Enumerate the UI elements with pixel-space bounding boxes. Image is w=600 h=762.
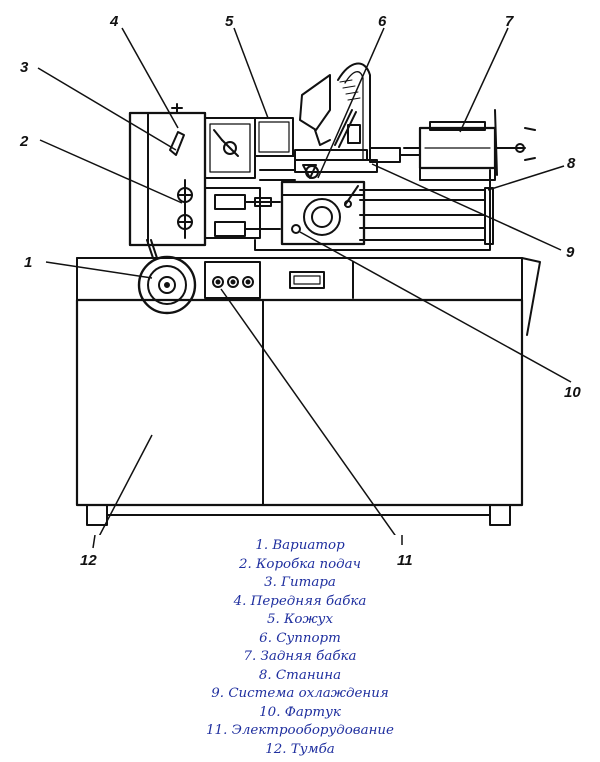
callout-1: 1 [24, 254, 32, 271]
callout-10: 10 [564, 384, 581, 401]
legend-item: 5. Кожух [267, 612, 333, 627]
callout-8: 8 [567, 155, 576, 172]
electrical-knobs [212, 276, 254, 288]
variator-wheel [137, 239, 197, 315]
legend-item: 4. Передняя бабка [233, 593, 367, 609]
callout-3: 3 [20, 59, 29, 76]
legend-item: 8. Станина [258, 667, 342, 683]
legend-item: 3. Гитара [264, 575, 336, 590]
legend: 1. Вариатор 2. Коробка подач 3. Гитара 4… [0, 537, 600, 759]
lathe-diagram: 1 2 3 4 5 6 7 8 9 10 11 12 [19, 13, 581, 535]
callout-9: 9 [566, 244, 575, 261]
legend-item: 6. Суппорт [259, 630, 341, 646]
tailstock [403, 109, 536, 181]
callout-2: 2 [19, 133, 29, 150]
callout-7: 7 [505, 13, 514, 30]
guard [254, 117, 296, 181]
legend-item: 12. Тумба [265, 741, 335, 757]
feed-box-knobs [177, 179, 281, 239]
callout-4: 4 [109, 13, 119, 30]
carriage [294, 109, 421, 179]
legend-item: 1. Вариатор [255, 538, 345, 553]
bed-tray [76, 257, 523, 301]
callout-6: 6 [378, 13, 387, 30]
leader-lines [37, 27, 572, 535]
callout-numbers: 1 2 3 4 5 6 7 8 9 10 11 12 [19, 13, 581, 401]
apron [280, 180, 366, 246]
legend-item: 10. Фартук [259, 704, 341, 720]
legend-item: 11. Электрооборудование [206, 723, 394, 738]
bed [254, 169, 494, 251]
callout-5: 5 [225, 13, 234, 30]
legend-item: 2. Коробка подач [239, 556, 361, 572]
legend-item: 7. Задняя бабка [243, 649, 357, 664]
cabinet [75, 257, 541, 526]
legend-item: 9. Система охлаждения [211, 686, 389, 701]
coolant-system [299, 62, 371, 161]
